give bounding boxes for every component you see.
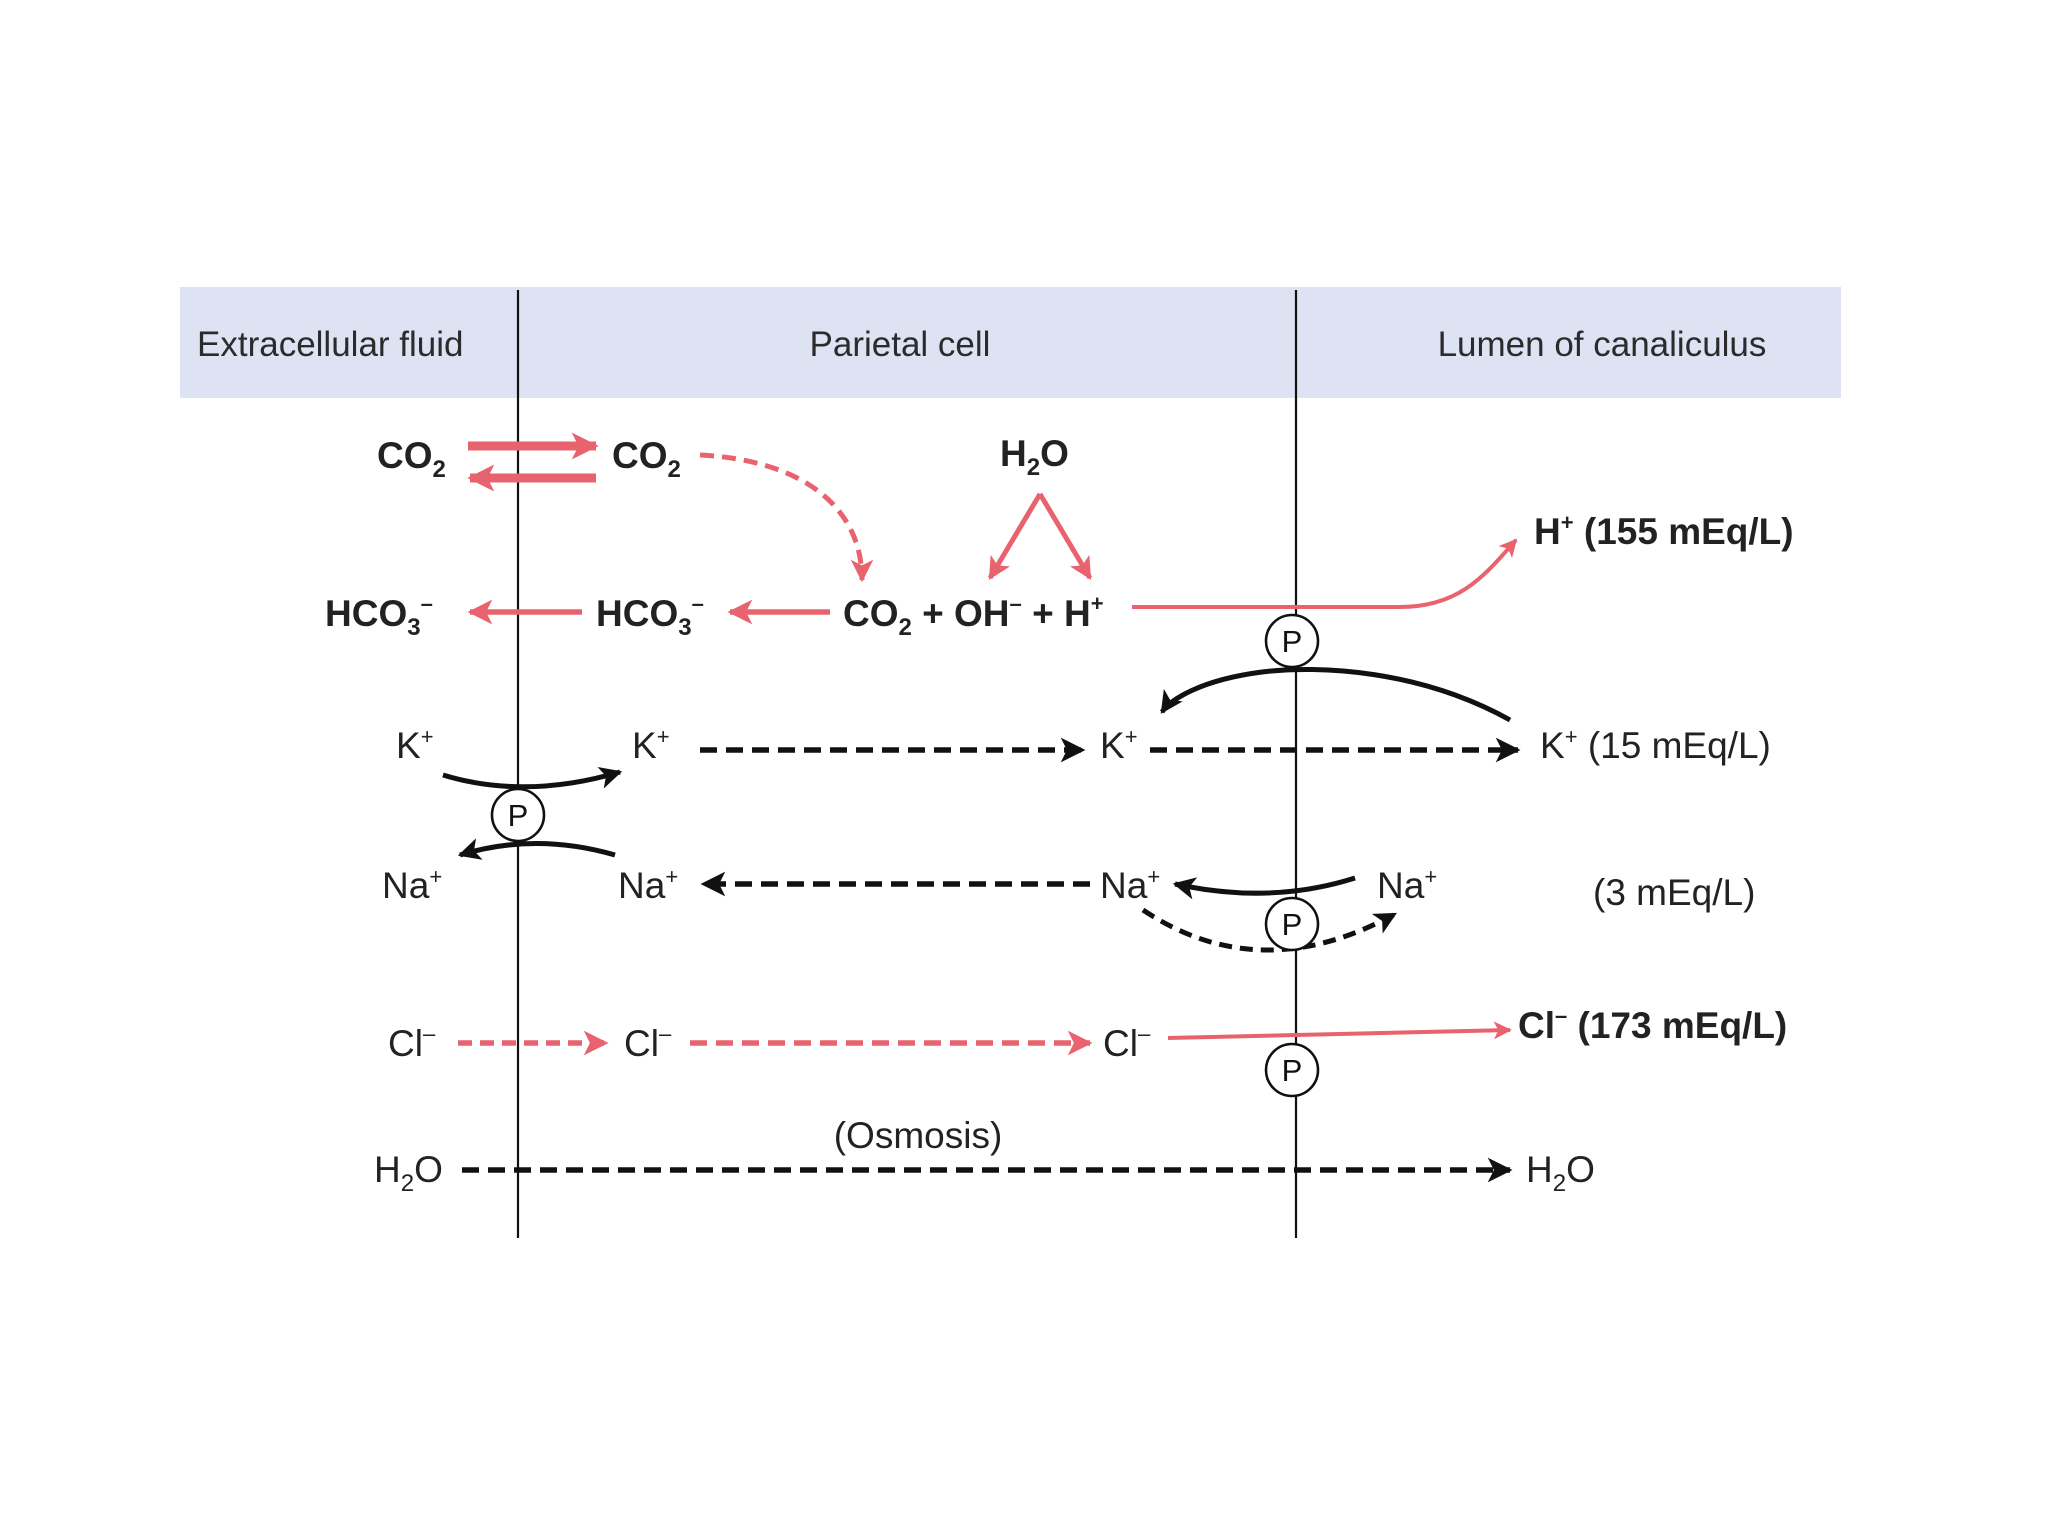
co2-extracellular-label: CO2 [377,435,446,483]
hco3-extracellular-label: HCO3– [325,591,433,641]
na-lumen-amount: (3 mEq/L) [1593,872,1755,913]
water-extracellular-label: H2O [374,1149,443,1197]
h-lumen-label: H+ (155 mEq/L) [1534,510,1794,552]
k-uptake-arrow [442,766,623,790]
apical-na-pump: P [1264,896,1320,952]
na-extracellular-label: Na+ [382,864,442,906]
header-band [180,287,1841,398]
h-k-atpase-pump: P [1264,613,1320,669]
osmosis-label: (Osmosis) [834,1115,1003,1156]
water-to-h-arrow [1037,492,1093,580]
co2-to-reaction-dashed-arrow [699,452,874,583]
na-extrusion-arrow [457,838,616,860]
na-k-atpase-pump: P [490,787,546,843]
water-source-label: H2O [1000,433,1069,481]
cl-cell-label: Cl– [624,1021,672,1064]
na-cell-label: Na+ [618,864,678,906]
hco3-cell-label: HCO3– [596,591,704,641]
header-extracellular-fluid: Extracellular fluid [197,325,464,364]
h-secretion-arrow [1132,538,1518,609]
co2-cell-label: CO2 [612,435,681,483]
svg-text:P: P [1282,624,1303,659]
k-reuptake-arrow [1159,666,1512,723]
water-to-oh-arrow [987,492,1043,580]
svg-text:P: P [1282,907,1303,942]
header-parietal-cell: Parietal cell [810,325,991,364]
k-apical-label: K+ [1100,724,1138,766]
apical-cl-pump: P [1264,1042,1320,1098]
cl-secretion-arrow [1167,1021,1512,1040]
na-secretion-dashed-arrow [1141,907,1397,953]
na-apical-label: Na+ [1100,864,1160,906]
cl-apical-label: Cl– [1103,1021,1151,1064]
reaction-equation: CO2 + OH– + H+ [843,591,1104,641]
na-reabsorption-arrow [1172,875,1356,900]
cl-lumen-label: Cl– (173 mEq/L) [1518,1003,1787,1046]
k-extracellular-label: K+ [396,724,434,766]
na-lumen-label: Na+ [1377,864,1437,906]
k-lumen-label: K+ (15 mEq/L) [1540,724,1771,766]
k-cell-label: K+ [632,724,670,766]
cl-extracellular-label: Cl– [388,1021,436,1064]
svg-text:P: P [508,798,529,833]
svg-text:P: P [1282,1053,1303,1088]
header-lumen-of-canaliculus: Lumen of canaliculus [1438,325,1767,364]
water-lumen-label: H2O [1526,1149,1595,1197]
